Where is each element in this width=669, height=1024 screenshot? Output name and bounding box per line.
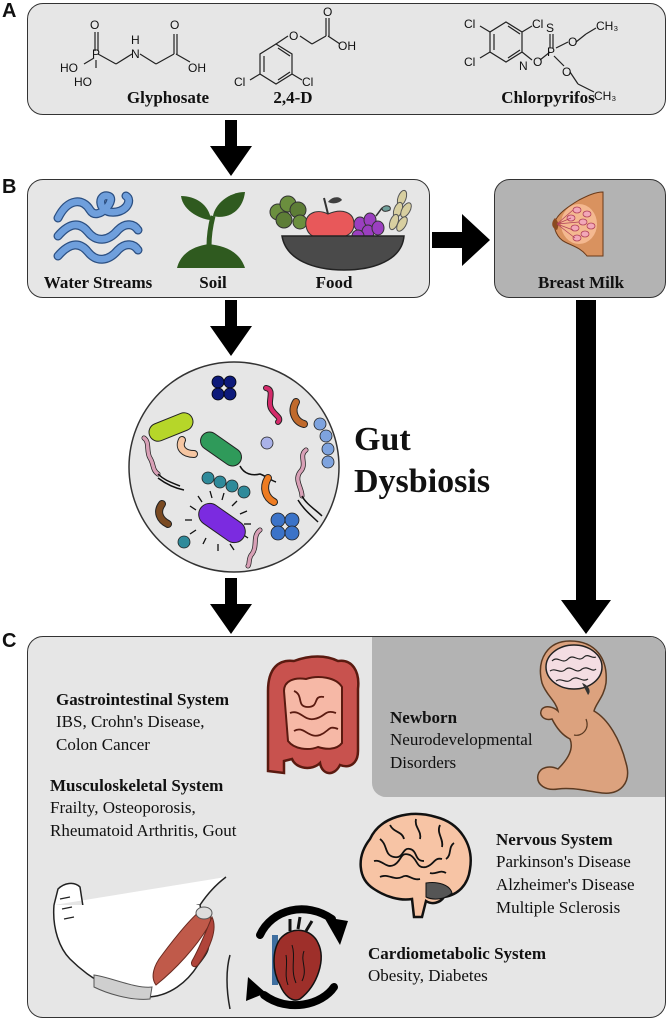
atom-ch3: CH₃ — [594, 89, 616, 103]
system-nervous: Nervous System Parkinson's Disease Alzhe… — [496, 829, 635, 919]
atom-o: O — [562, 65, 571, 79]
system-title: Gastrointestinal System — [56, 690, 229, 709]
atom-o: O — [323, 5, 332, 19]
system-title: Newborn — [390, 708, 458, 727]
system-musculoskeletal: Musculoskeletal System Frailty, Osteopor… — [50, 775, 237, 842]
panel-a-chemicals-box: O P H N O OH HO HO Glyphosate O O OH Cl … — [27, 3, 666, 115]
system-disease-line: Disorders — [390, 753, 457, 772]
system-disease-line: Parkinson's Disease — [496, 852, 631, 871]
breast-milk-box: Breast Milk — [494, 179, 666, 298]
sprout-icon — [177, 192, 245, 268]
atom-h: H — [131, 33, 140, 47]
brain-icon — [359, 812, 472, 919]
atom-n: N — [131, 47, 140, 61]
arrow-down-icon — [210, 120, 252, 176]
atom-cl: Cl — [464, 17, 475, 31]
cycle-arrowhead — [324, 917, 348, 945]
24d-structure-icon: O O OH Cl Cl — [234, 5, 356, 89]
arrow-down-icon — [210, 578, 252, 634]
heart-icon — [272, 916, 322, 1001]
atom-o: O — [289, 29, 298, 43]
system-disease-line: Rheumatoid Arthritis, Gout — [50, 821, 237, 840]
atom-ch3: CH₃ — [596, 19, 618, 33]
bacteria-circle-icon — [128, 361, 340, 573]
source-label-water: Water Streams — [43, 273, 153, 292]
source-label-soil: Soil — [199, 273, 227, 292]
panel-c-health-effects-box: Gastrointestinal System IBS, Crohn's Dis… — [27, 636, 666, 1018]
gut-dysbiosis-title-line2: Dysbiosis — [354, 463, 491, 500]
atom-p: P — [547, 45, 555, 59]
atom-n: N — [519, 59, 528, 73]
breast-milk-label: Breast Milk — [537, 273, 625, 292]
system-disease-line: Multiple Sclerosis — [496, 898, 621, 917]
atom-cl: Cl — [302, 75, 313, 89]
system-newborn: Newborn Neurodevelopmental Disorders — [390, 707, 533, 774]
system-disease-line: Alzheimer's Disease — [496, 875, 635, 894]
fetus-icon — [537, 640, 629, 794]
panel-letter-b: B — [2, 176, 17, 198]
atom-o: O — [533, 55, 542, 69]
system-disease-line: Frailty, Osteoporosis, — [50, 798, 196, 817]
system-disease-line: Colon Cancer — [56, 735, 150, 754]
chemical-name-chlorpyrifos: Chlorpyrifos — [501, 88, 595, 107]
chemical-name-24d: 2,4-D — [273, 88, 313, 107]
system-disease-line: IBS, Crohn's Disease, — [56, 712, 205, 731]
glyphosate-structure-icon: O P H N O OH HO HO — [60, 18, 206, 89]
food-bowl-icon — [269, 189, 412, 271]
atom-cl: Cl — [532, 17, 543, 31]
atom-ho: HO — [74, 75, 92, 89]
arm-muscle-icon — [52, 876, 231, 1010]
panel-letter-c: C — [2, 630, 17, 652]
gut-dysbiosis-title-line1: Gut — [354, 421, 411, 458]
atom-oh: OH — [188, 61, 206, 75]
intestine-icon — [266, 655, 360, 775]
atom-ho: HO — [60, 61, 78, 75]
system-title: Musculoskeletal System — [50, 776, 224, 795]
atom-cl: Cl — [234, 75, 245, 89]
system-disease-line: Obesity, Diabetes — [368, 966, 488, 985]
system-disease-line: Neurodevelopmental — [390, 730, 533, 749]
heart-cycle-icon — [246, 905, 348, 1010]
breast-icon — [552, 191, 604, 257]
cycle-arrowhead — [246, 977, 266, 1001]
water-waves-icon — [53, 191, 143, 264]
atom-p: P — [92, 47, 100, 61]
arrow-down-icon — [210, 300, 252, 356]
arrow-down-long-icon — [561, 300, 611, 634]
system-title: Nervous System — [496, 830, 613, 849]
atom-o: O — [170, 18, 179, 32]
panel-b-sources-box: Water Streams Soil — [27, 179, 430, 298]
system-gastrointestinal: Gastrointestinal System IBS, Crohn's Dis… — [56, 689, 229, 756]
greens — [269, 195, 308, 230]
panel-letter-a: A — [2, 0, 17, 22]
arrow-right-icon — [432, 214, 490, 266]
chemical-name-glyphosate: Glyphosate — [126, 88, 210, 107]
system-title: Cardiometabolic System — [368, 944, 547, 963]
atom-o: O — [568, 35, 577, 49]
source-label-food: Food — [315, 273, 353, 292]
chlorpyrifos-structure-icon: Cl Cl Cl N O P S O CH₃ O CH₃ — [464, 17, 618, 103]
atom-s: S — [546, 21, 554, 35]
atom-cl: Cl — [464, 55, 475, 69]
atom-o: O — [90, 18, 99, 32]
system-cardiometabolic: Cardiometabolic System Obesity, Diabetes — [368, 943, 546, 987]
atom-oh: OH — [338, 39, 356, 53]
